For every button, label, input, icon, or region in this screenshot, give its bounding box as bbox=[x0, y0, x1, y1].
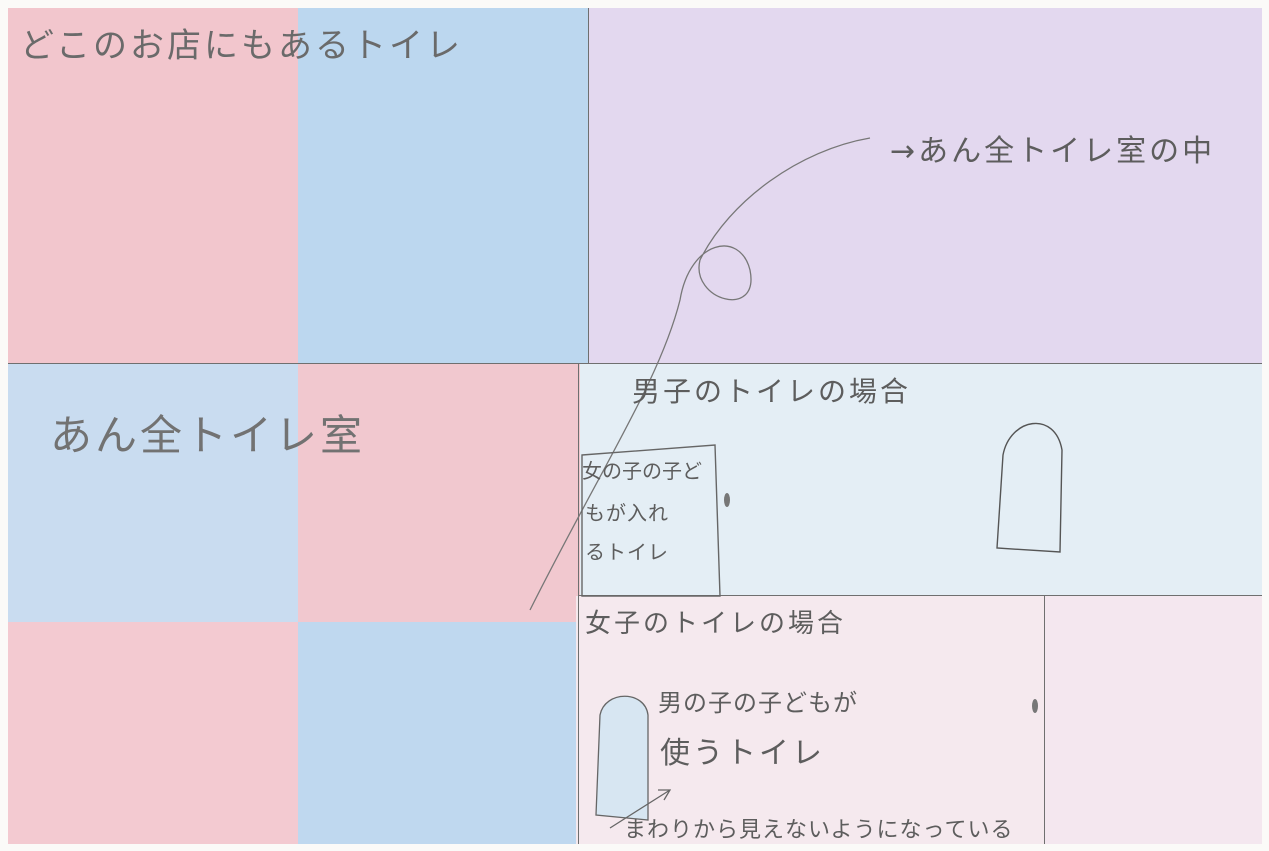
boys-door-note-line2: もが入れ bbox=[585, 501, 669, 525]
door-knob-icon bbox=[724, 493, 730, 507]
pink-block-bottom-left bbox=[8, 622, 298, 844]
label-safe-toilet-room: あん全トイレ室 bbox=[50, 411, 366, 460]
pink-block-top-left bbox=[8, 8, 298, 364]
urinal-shape-boys bbox=[996, 422, 1063, 553]
light-pink-panel-right bbox=[1044, 596, 1262, 844]
connector-curve bbox=[529, 137, 871, 611]
blue-block-mid-left bbox=[8, 364, 298, 622]
toilet-shape-girls bbox=[595, 695, 649, 821]
arrow-girls-toilet bbox=[609, 789, 672, 829]
purple-block-top-right bbox=[588, 8, 1262, 364]
girls-note-line1: 男の子の子どもが bbox=[658, 689, 858, 717]
divider-horizontal-lower bbox=[578, 595, 1262, 596]
title-top-left: どこのお店にもあるトイレ bbox=[20, 26, 463, 66]
blue-block-bottom-mid bbox=[298, 622, 576, 844]
divider-vertical-lower bbox=[578, 364, 579, 844]
divider-vertical-main bbox=[588, 8, 589, 364]
divider-horizontal-main bbox=[8, 363, 1262, 364]
light-pink-panel-girls bbox=[576, 596, 1044, 844]
boys-door-outline bbox=[581, 444, 721, 597]
bottom-note: まわりから見えないようになっている bbox=[624, 818, 1014, 843]
pink-block-mid-mid bbox=[298, 364, 580, 622]
light-blue-panel-boys bbox=[580, 364, 1262, 596]
boys-door-note-line3: るトイレ bbox=[585, 540, 669, 564]
door-knob-girls-icon bbox=[1032, 699, 1038, 713]
divider-vertical-girls bbox=[1044, 596, 1045, 844]
girls-case-title: 女子のトイレの場合 bbox=[585, 609, 847, 639]
girls-note-line2: 使うトイレ bbox=[660, 736, 825, 771]
boys-door-note-line1: 女の子の子ど bbox=[582, 459, 702, 483]
boys-case-title: 男子のトイレの場合 bbox=[632, 375, 912, 408]
blue-block-top-mid bbox=[298, 8, 588, 364]
label-safe-toilet-inside: →あん全トイレ室の中 bbox=[890, 134, 1216, 169]
